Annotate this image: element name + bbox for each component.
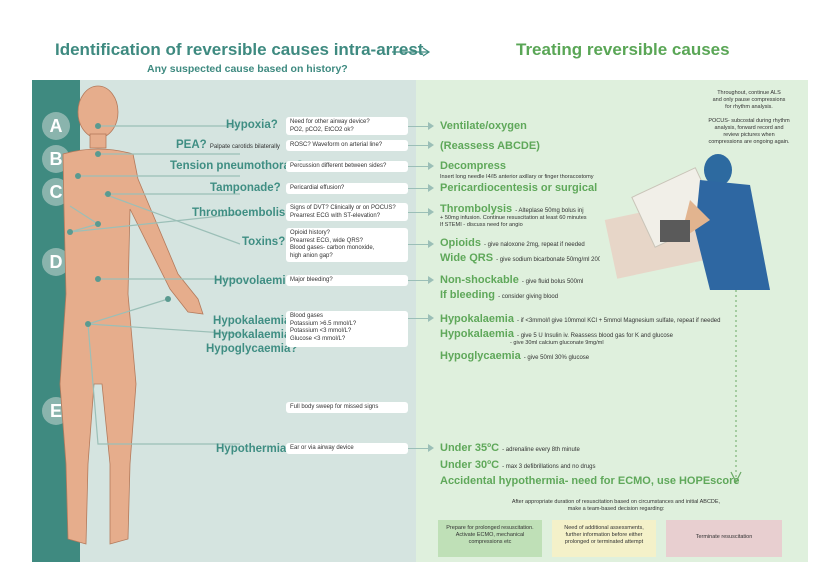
arrow-head-icon (428, 162, 434, 170)
connector-line (408, 212, 428, 213)
treatment-hypokalaemia-1: Hypokalaemia - if <3mmol/l give 10mmol K… (440, 313, 720, 325)
connector-line (408, 188, 428, 189)
arrow-head-icon (428, 240, 434, 248)
treatment-non-shockable: Non-shockable - give fluid bolus 500ml (440, 274, 583, 286)
question-tamponade: Pericardial effusion? (286, 183, 408, 194)
cause-toxins: Toxins? (242, 236, 286, 248)
treatment-wide-qrs-detail: - give sodium bicarbonate 50mg/ml 200ml (496, 257, 608, 263)
cause-hypovolaemia: Hypovolaemia? (214, 275, 299, 287)
question-hypoxia: Need for other airway device? PO2, pCO2,… (286, 117, 408, 135)
cause-hypoxia: Hypoxia? (226, 119, 278, 131)
treatment-under-30-detail: - max 3 defibrillations and no drugs (502, 464, 596, 470)
connector-line (408, 126, 428, 127)
treatment-non-shockable-detail: - give fluid bolus 500ml (521, 279, 584, 285)
treatment-opioids: Opioids - give naloxone 2mg, repeat if n… (440, 237, 585, 249)
question-tension-pneumothorax: Percussion different between sides? (286, 161, 408, 172)
cause-pea: PEA? Palpate carotids bilaterally (176, 139, 280, 151)
treatment-decompress: Decompress (440, 160, 507, 172)
cause-electrolytes: Hypokalaemia? Hypokalaemia? Hypoglycaemi… (206, 315, 298, 355)
identification-subtitle: Any suspected cause based on history? (147, 63, 348, 75)
connector-line (408, 448, 428, 449)
resuscitation-photo (600, 140, 772, 302)
arrow-head-icon (428, 444, 434, 452)
cause-tension-pneumothorax: Tension pneumothorax? (170, 160, 304, 172)
arrow-head-icon (428, 314, 434, 322)
treatment-thrombolysis: Thrombolysis - Alteplase 50mg bolus inj (440, 203, 584, 215)
treatment-wide-qrs-label: Wide QRS (440, 252, 494, 264)
treatment-hypokalaemia-1-label: Hypokalaemia (440, 313, 514, 325)
treatment-thrombolysis-label: Thrombolysis (440, 203, 513, 215)
treatment-under-30-label: Under 30ºC (440, 459, 500, 471)
treatment-title: Treating reversible causes (516, 40, 730, 59)
cause-tamponade: Tamponade? (210, 182, 281, 194)
photo-note: Throughout, continue ALS and only pause … (708, 90, 790, 145)
treatment-reassess: (Reassess ABCDE) (440, 140, 540, 152)
treatment-hypokalaemia-2-label: Hypokalaemia (440, 328, 514, 340)
letter-a: A (42, 112, 70, 140)
dashed-down-arrow-icon (730, 290, 742, 484)
question-thromboembolism: Signs of DVT? Clinically or on POCUS? Pr… (286, 203, 408, 221)
connector-line (408, 318, 428, 319)
treatment-under-35: Under 35ºC - adrenaline every 8th minute (440, 442, 580, 454)
treatment-non-shockable-label: Non-shockable (440, 274, 519, 286)
additional-assessment-box: Need of additional assessments, further … (552, 520, 656, 557)
question-full-body-sweep: Full body sweep for missed signs (286, 402, 408, 413)
cause-pea-detail: Palpate carotids bilaterally (209, 144, 280, 150)
final-decision-note: After appropriate duration of resuscitat… (511, 499, 721, 512)
treatment-opioids-detail: - give naloxone 2mg, repeat if needed (484, 242, 585, 248)
prolonged-resuscitation-box: Prepare for prolonged resuscitation. Act… (438, 520, 542, 557)
treatment-hypokalaemia-1-detail: - if <3mmol/l give 10mmol KCl + 5mmol Ma… (517, 318, 721, 324)
connector-line (408, 166, 428, 167)
cause-thromboembolism: Thromboembolism? (192, 207, 303, 219)
cause-hypothermia: Hypothermia? (216, 443, 294, 455)
treatment-hypoglycaemia-label: Hypoglycaemia (440, 350, 521, 362)
treatment-ventilate: Ventilate/oxygen (440, 120, 527, 132)
connector-line (408, 280, 428, 281)
treatment-hypokalaemia-2: Hypokalaemia - give 5 U Insulin iv. Reas… (440, 328, 673, 340)
treatment-under-35-label: Under 35ºC (440, 442, 500, 454)
treatment-hypoglycaemia: Hypoglycaemia - give 50ml 30% glucose (440, 350, 589, 362)
treatment-accidental-hypothermia: Accidental hypothermia- need for ECMO, u… (440, 475, 740, 487)
treatment-wide-qrs: Wide QRS - give sodium bicarbonate 50mg/… (440, 252, 608, 264)
arrow-head-icon (428, 122, 434, 130)
arrow-head-icon (428, 276, 434, 284)
question-hypothermia: Ear or via airway device (286, 443, 408, 454)
question-toxins: Opioid history? Prearrest ECG, wide QRS?… (286, 228, 408, 262)
treatment-if-bleeding-label: If bleeding (440, 289, 495, 301)
question-hypovolaemia: Major bleeding? (286, 275, 408, 286)
treatment-under-30: Under 30ºC - max 3 defibrillations and n… (440, 459, 596, 471)
treatment-calcium-note: - give 30ml calcium gluconate 9mg/ml (510, 340, 604, 346)
treatment-opioids-label: Opioids (440, 237, 481, 249)
treatment-hypokalaemia-2-detail: - give 5 U Insulin iv. Reassess blood ga… (517, 333, 674, 339)
arrow-head-icon (428, 184, 434, 192)
treatment-thrombolysis-detail: - Alteplase 50mg bolus inj (515, 208, 584, 214)
treatment-decompress-note: Insert long needle I4/I5 anterior axilla… (440, 174, 594, 180)
treatment-if-bleeding: If bleeding - consider giving blood (440, 289, 558, 301)
treatment-hypoglycaemia-detail: - give 50ml 30% glucose (523, 355, 590, 361)
identification-title: Identification of reversible causes intr… (55, 40, 424, 59)
connector-line (408, 145, 428, 146)
right-arrow-icon (392, 47, 431, 57)
human-body-figure (59, 85, 241, 545)
treatment-under-35-detail: - adrenaline every 8th minute (502, 447, 580, 453)
terminate-resuscitation-box: Terminate resuscitation (666, 520, 782, 557)
arrow-head-icon (428, 208, 434, 216)
question-electrolytes: Blood gases Potassium >6.5 mmol/L? Potas… (286, 311, 408, 347)
treatment-thrombolysis-note: + 50mg infusion. Continue resuscitation … (440, 215, 587, 228)
cause-pea-label: PEA? (176, 139, 207, 151)
treatment-if-bleeding-detail: - consider giving blood (498, 294, 559, 300)
connector-line (408, 244, 428, 245)
arrow-head-icon (428, 141, 434, 149)
question-pea: ROSC? Waveform on arterial line? (286, 140, 408, 151)
